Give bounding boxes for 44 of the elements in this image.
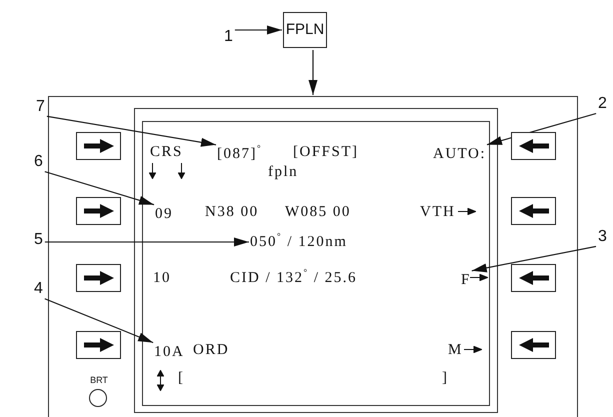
- display-text: M: [448, 341, 463, 359]
- control-panel: [48, 96, 578, 417]
- line-select-key: [511, 264, 556, 292]
- display-text: [087]$^{°}$: [217, 145, 262, 163]
- display-text: 09: [155, 205, 173, 223]
- arrow: [308, 50, 318, 95]
- line-select-key: [511, 197, 556, 225]
- line-select-key: [76, 132, 121, 160]
- line-select-key: [511, 132, 556, 160]
- callout-number: 4: [34, 280, 43, 298]
- display-text: N38 00: [205, 203, 259, 221]
- leader-line: [234, 26, 282, 34]
- leader-line: [472, 246, 596, 272]
- function-key: FPLN: [283, 12, 327, 48]
- knob-label: BRT: [89, 375, 109, 385]
- display-text: [OFFST]: [293, 143, 359, 161]
- display-text: [: [178, 369, 184, 387]
- leader-line: [44, 298, 154, 344]
- callout-number: 1: [224, 28, 233, 46]
- display-text: CRS: [150, 143, 183, 161]
- display-text: W085 00: [285, 203, 351, 221]
- callout-number: 2: [598, 95, 607, 113]
- display-text: 10A: [154, 343, 184, 361]
- callout-number: 5: [34, 231, 43, 249]
- leader-line: [44, 238, 249, 246]
- leader-line: [44, 171, 154, 206]
- callout-number: 7: [36, 98, 45, 116]
- display-text: 050$^{°}$ / 120nm: [250, 233, 348, 251]
- display-text: ]: [442, 369, 448, 387]
- display-text: ORD: [193, 341, 230, 359]
- leader-line: [486, 112, 596, 146]
- display-text: fpln: [268, 163, 298, 181]
- leader-line: [46, 116, 216, 147]
- display-text: CID / 132$^{°}$ / 25.6: [230, 269, 358, 287]
- callout-number: 6: [34, 153, 43, 171]
- display-text: VTH: [420, 203, 456, 221]
- display-text: AUTO:: [433, 145, 486, 163]
- callout-number: 3: [598, 228, 607, 246]
- line-select-key: [76, 197, 121, 225]
- line-select-key: [76, 331, 121, 359]
- line-select-key: [511, 331, 556, 359]
- line-select-key: [76, 264, 121, 292]
- display-text: 10: [153, 269, 171, 287]
- display-text: F: [461, 271, 471, 289]
